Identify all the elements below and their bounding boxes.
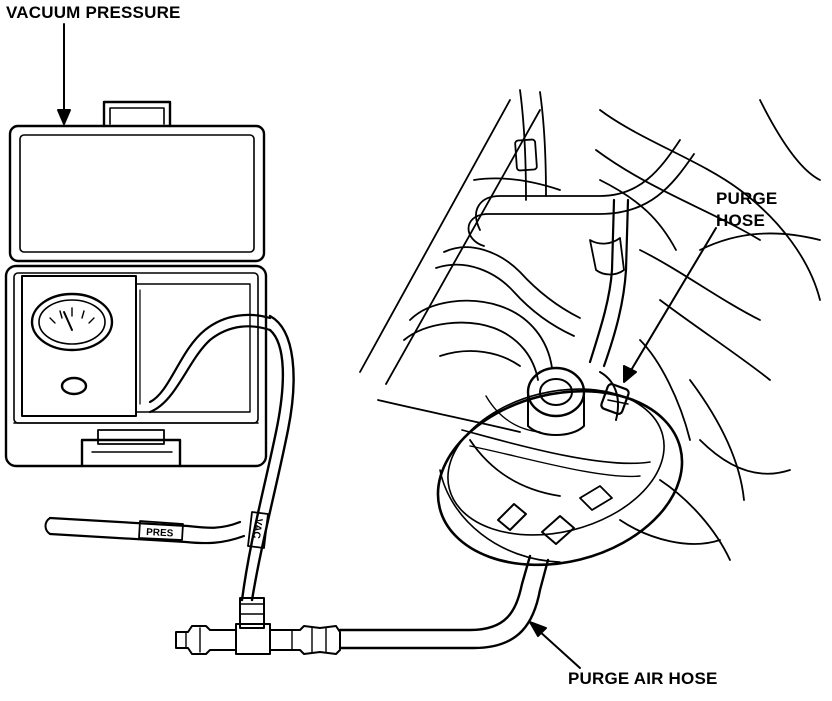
charcoal-canister bbox=[436, 366, 684, 567]
base-latch bbox=[80, 438, 182, 468]
control-knob bbox=[60, 376, 88, 396]
gauge-needle bbox=[63, 311, 73, 331]
lid-handle bbox=[102, 100, 172, 128]
purge-hose-label-line1: PURGE bbox=[716, 189, 778, 208]
engine-bay bbox=[359, 89, 821, 561]
purge-hose bbox=[588, 198, 630, 421]
pres-hose bbox=[48, 516, 242, 529]
gauge-panel bbox=[21, 275, 137, 417]
arrow-vacuum-pressure bbox=[57, 109, 71, 125]
gauge bbox=[30, 292, 114, 352]
arrow-purge-hose bbox=[623, 365, 637, 383]
purge-air-hose-label: PURGE AIR HOSE bbox=[568, 669, 718, 688]
tee-fitting bbox=[175, 597, 341, 655]
leader-lines bbox=[57, 23, 717, 669]
tester-hoses bbox=[44, 313, 295, 602]
arrow-purge-air-hose bbox=[529, 621, 547, 637]
case-base bbox=[4, 264, 268, 468]
vacuum-pressure-label: VACUUM PRESSURE bbox=[6, 3, 181, 22]
case-lid bbox=[8, 124, 266, 263]
vac-hose bbox=[250, 314, 295, 602]
tester-case bbox=[4, 100, 268, 468]
vac-tube-label: VAC bbox=[250, 518, 264, 540]
pres-tube-label: PRES bbox=[146, 527, 174, 539]
purge-hose-label-line2: HOSE bbox=[716, 211, 765, 230]
purge-air-hose bbox=[338, 554, 550, 650]
